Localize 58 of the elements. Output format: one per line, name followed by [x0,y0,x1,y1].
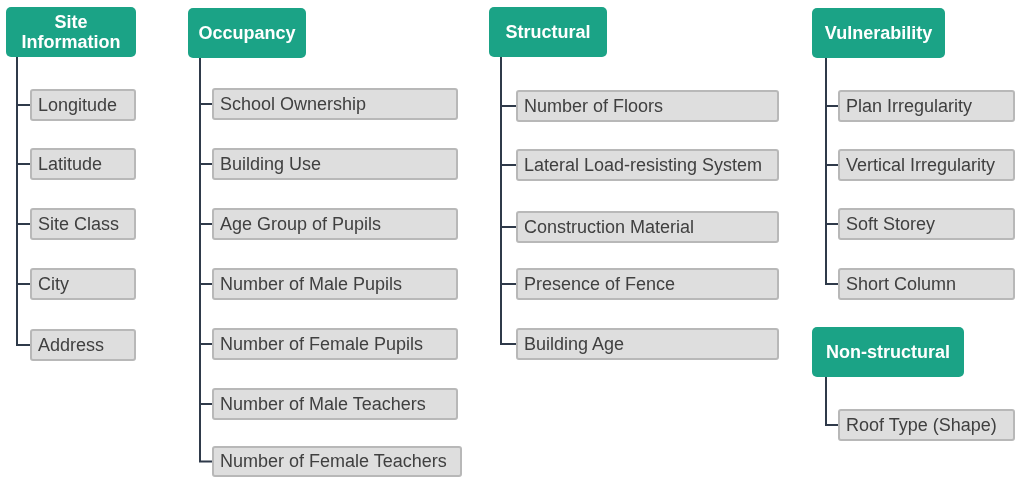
connector-line [825,376,839,426]
attribute-box [212,148,458,180]
category-title: Occupancy [198,23,296,43]
category-box [6,7,136,57]
attribute-box [838,149,1015,181]
attribute-label: Site Class [38,213,120,235]
attribute-label: Short Column [846,273,957,295]
category-box [812,327,964,377]
attribute-label: Lateral Load-resisting System [524,154,763,176]
attribute-label: Construction Material [524,216,695,238]
attribute-label: Presence of Fence [524,273,676,295]
attribute-box [838,268,1015,300]
attribute-label: Building Use [220,153,322,175]
attribute-label: Number of Floors [524,95,664,117]
category-title: Vulnerability [824,23,933,43]
attribute-box [516,268,779,300]
attribute-box [30,329,136,361]
connector-line [500,56,517,345]
category-title: Non-structural [826,342,950,362]
attribute-box [30,89,136,121]
attribute-box [212,88,458,120]
attribute-label: Soft Storey [846,213,936,235]
category-box [188,8,306,58]
attribute-box [212,268,458,300]
attribute-box [30,268,136,300]
attribute-box [516,211,779,243]
attribute-label: Number of Female Teachers [220,451,447,472]
category-box [812,8,945,58]
attribute-label: Age Group of Pupils [220,213,382,235]
connector-line [825,57,839,285]
attribute-box [838,90,1015,122]
category-title: Structural [505,22,591,42]
attribute-label: Number of Male Teachers [220,393,426,415]
attribute-box [212,328,458,360]
category-title: Site Information [20,12,122,52]
attribute-label: Number of Female Pupils [220,333,424,355]
attribute-label: Plan Irregularity [846,95,973,117]
attribute-label: City [38,273,69,295]
attribute-label: Roof Type (Shape) [846,414,997,436]
attribute-box [212,388,458,420]
attribute-box [838,409,1015,441]
attribute-box [516,149,779,181]
category-box [489,7,607,57]
attribute-label: Vertical Irregularity [846,154,996,176]
attribute-box [30,208,136,240]
attribute-label: Number of Male Pupils [220,273,403,295]
attribute-box [30,148,136,180]
attribute-box [212,208,458,240]
attribute-label: Latitude [38,153,103,175]
attribute-label: School Ownership [220,93,367,115]
attribute-label: Building Age [524,333,625,355]
attribute-box [516,90,779,122]
attribute-label: Longitude [38,94,118,116]
connector-line [16,56,31,346]
attribute-box [516,328,779,360]
attribute-box [212,446,462,477]
attribute-label: Address [38,334,105,356]
attribute-box [838,208,1015,240]
